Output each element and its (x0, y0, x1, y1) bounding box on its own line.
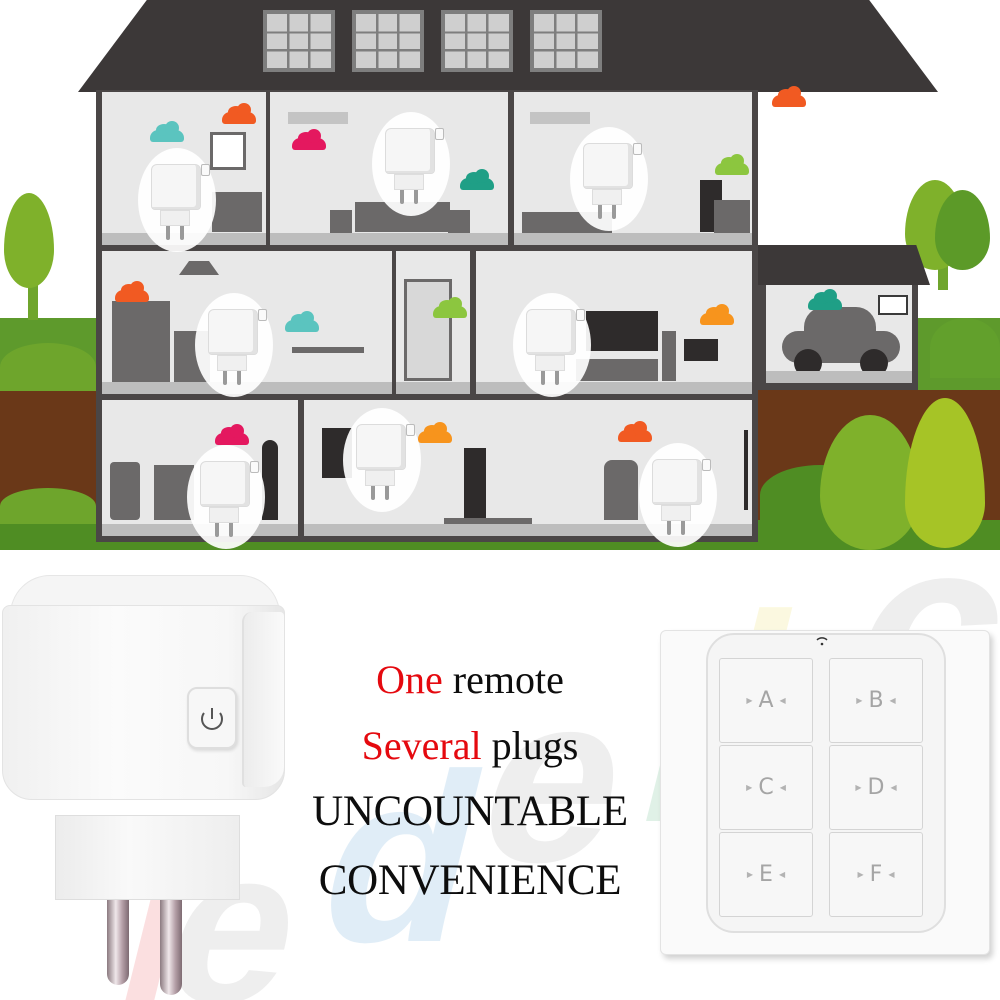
wifi-cloud-icon (618, 421, 652, 442)
wifi-cloud-icon (150, 121, 184, 142)
bush-icon (0, 488, 96, 524)
wifi-cloud-icon (222, 103, 256, 124)
air-conditioner-icon (530, 112, 590, 124)
wifi-signal-icon (815, 634, 829, 648)
dining-table-icon (292, 347, 364, 353)
solar-panel-icon (352, 10, 424, 72)
smart-plug-icon (138, 148, 216, 252)
plug-pin (107, 900, 129, 985)
trash-bin-icon (110, 462, 140, 520)
tagline-line-4: CONVENIENCE (318, 857, 622, 904)
remote-key-a[interactable]: ▶A◀ (719, 658, 813, 743)
solar-panel-icon (530, 10, 602, 72)
television-icon (586, 311, 658, 351)
car-cabin-icon (804, 307, 876, 337)
wifi-cloud-icon (808, 289, 842, 310)
nightstand-icon (330, 210, 352, 234)
wifi-cloud-icon (460, 169, 494, 190)
remote-key-b[interactable]: ▶B◀ (829, 658, 923, 743)
refrigerator-icon (112, 301, 170, 388)
vanity-icon (212, 192, 262, 232)
wifi-cloud-icon (418, 422, 452, 443)
bush-icon (0, 343, 96, 391)
recliner-icon (604, 460, 638, 520)
smart-plug-icon (343, 408, 421, 512)
wifi-cloud-icon (772, 86, 806, 107)
wifi-cloud-icon (115, 281, 149, 302)
solar-panel-icon (263, 10, 335, 72)
smart-home-illustration (0, 0, 1000, 550)
speaker-icon (662, 331, 676, 381)
power-icon (201, 708, 223, 730)
running-person-icon (464, 448, 486, 518)
front-door-icon (404, 279, 452, 381)
treadmill-icon (444, 518, 532, 526)
tv-stand-icon (576, 359, 658, 381)
remote-key-d[interactable]: ▶D◀ (829, 745, 923, 830)
person-icon (262, 440, 278, 520)
wifi-cloud-icon (215, 424, 249, 445)
air-conditioner-icon (288, 112, 348, 124)
tagline-line-3: UNCOUNTABLE (312, 788, 628, 835)
tagline-line-2: Several plugs (361, 723, 579, 768)
garage-roof (758, 245, 930, 285)
wifi-cloud-icon (700, 304, 734, 325)
garage (758, 285, 918, 390)
charger-display-icon (878, 295, 908, 315)
mirror-icon (210, 132, 246, 170)
remote-key-f[interactable]: ▶F◀ (829, 832, 923, 917)
wifi-cloud-icon (433, 297, 467, 318)
range-hood-icon (179, 261, 219, 275)
smart-plug-icon (570, 127, 648, 231)
bush-icon (930, 318, 1000, 378)
tree-trunk (28, 270, 38, 320)
room-entrance (396, 251, 470, 394)
room-garage (766, 285, 912, 383)
solar-panel-icon (441, 10, 513, 72)
nightstand-icon (448, 210, 470, 234)
tree-left-icon (4, 193, 54, 288)
power-button[interactable] (187, 687, 237, 749)
smart-plug-product (0, 565, 300, 995)
tagline: One remote Several plugs UNCOUNTABLE CON… (280, 657, 660, 904)
tree-right-icon (935, 190, 990, 270)
smart-plug-icon (372, 112, 450, 216)
desk-icon (714, 200, 750, 234)
tagline-line-1: One remote (376, 657, 564, 702)
smart-plug-icon (195, 293, 273, 397)
plug-pin (160, 900, 182, 995)
remote-key-e[interactable]: ▶E◀ (719, 832, 813, 917)
wifi-cloud-icon (285, 311, 319, 332)
smart-plug-icon (513, 293, 591, 397)
projector-screen-icon (744, 430, 748, 510)
tree-front-icon (820, 415, 920, 550)
fireplace-icon (684, 339, 718, 361)
smart-plug-icon (187, 445, 265, 549)
smart-plug-icon (639, 443, 717, 547)
remote-key-c[interactable]: ▶C◀ (719, 745, 813, 830)
wifi-cloud-icon (715, 154, 749, 175)
wifi-cloud-icon (292, 129, 326, 150)
